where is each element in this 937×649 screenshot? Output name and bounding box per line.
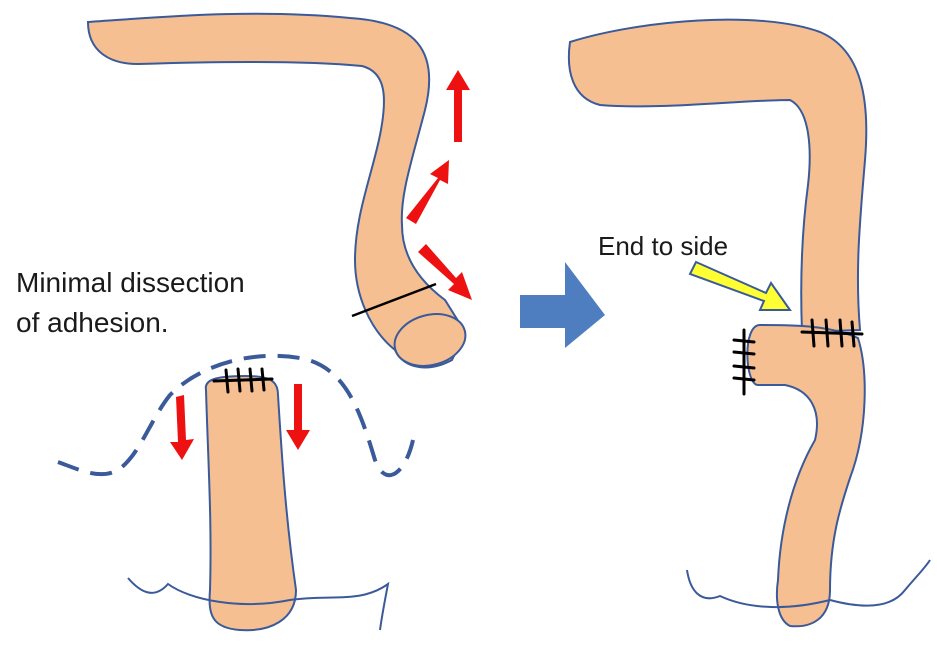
end-to-side-label: End to side <box>598 228 728 264</box>
dissection-label-line-2: of adhesion. <box>16 305 169 341</box>
lower-bowel-stump <box>206 376 296 630</box>
yellow-pointer-arrow <box>690 262 790 310</box>
right-lower-bowel <box>747 325 864 626</box>
red-arrow-down-right-stump <box>286 384 310 450</box>
blue-transition-arrow <box>520 262 605 348</box>
dissection-label-line-1: Minimal dissection <box>16 265 245 301</box>
red-arrow-up-right <box>406 160 449 224</box>
red-arrow-down-left <box>170 395 194 460</box>
right-upper-bowel <box>569 20 866 332</box>
red-arrow-up <box>446 70 470 142</box>
